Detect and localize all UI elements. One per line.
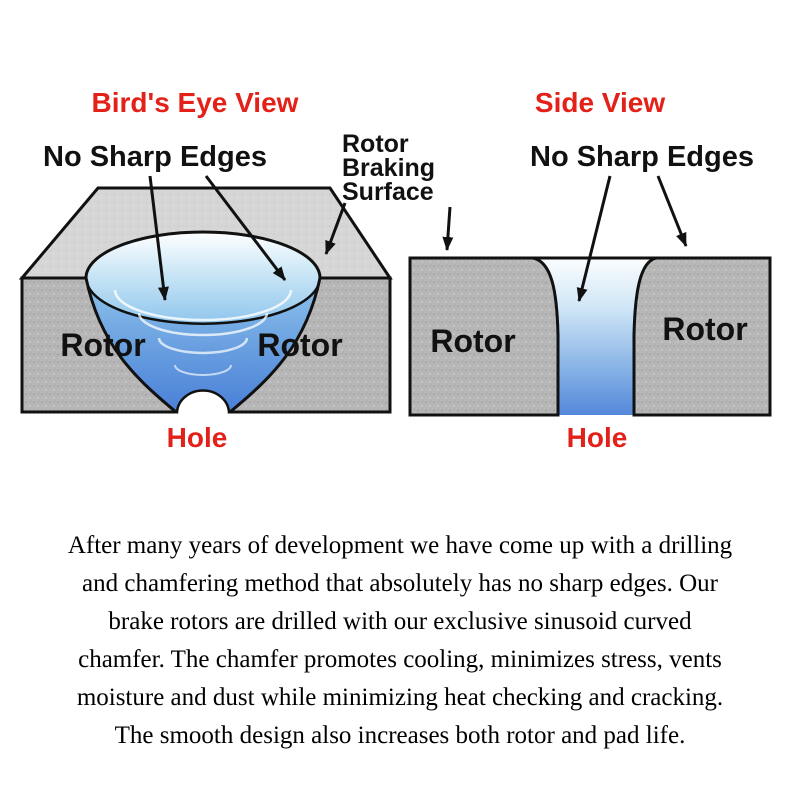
braking-surface-label-line2: Braking [342, 154, 435, 182]
birdseye-rotor-label-left: Rotor [60, 327, 145, 363]
braking-surface-label-line1: Rotor [342, 130, 409, 158]
no-sharp-edges-label-left: No Sharp Edges [43, 141, 267, 173]
sideview-rotor-right-block [632, 256, 772, 417]
paragraph-line-2: and chamfering method that absolutely ha… [82, 570, 718, 597]
chamfer-contour-ring [113, 289, 293, 322]
paragraph-line-4: chamfer. The chamfer promotes cooling, m… [78, 646, 722, 673]
arrow-no-sharp-edges-right-1 [576, 175, 612, 302]
paragraph-line-5: moisture and dust while minimizing heat … [76, 684, 724, 711]
paragraph-line-1: After many years of development we have … [67, 532, 733, 559]
sideview-rotor-label-right: Rotor [662, 311, 747, 347]
birdseye-title: Bird's Eye View [92, 87, 299, 118]
description-paragraph: After many years of development we have … [0, 527, 800, 755]
braking-surface-label-line3: Surface [342, 178, 434, 206]
side-view-drawing [408, 256, 772, 417]
sideview-hole-channel [533, 258, 656, 415]
arrow-braking-surface-left [324, 202, 347, 255]
chamfer-contour-ring [157, 337, 249, 355]
chamfer-contour-ring [137, 312, 269, 337]
birdseye-chamfer-funnel [86, 278, 320, 412]
arrow-braking-surface-right [442, 206, 454, 251]
paragraph-line-3: brake rotors are drilled with our exclus… [108, 608, 692, 635]
birdseye-hole-front-rim [85, 277, 321, 325]
birdseye-rotor-label-right: Rotor [257, 327, 342, 363]
birdseye-hole-exit-notch [175, 389, 231, 414]
no-sharp-edges-label-right: No Sharp Edges [530, 141, 754, 173]
rotor-diagram: Bird's Eye View Side View No Sharp Edges… [18, 87, 772, 453]
annotation-arrows [148, 175, 688, 302]
arrow-no-sharp-edges-left-1 [148, 175, 169, 301]
chamfer-contour-ring [174, 364, 232, 376]
birdseye-rotor-left-block [20, 276, 181, 414]
arrow-no-sharp-edges-left-2 [204, 175, 287, 281]
paragraph-line-6: The smooth design also increases both ro… [114, 722, 686, 749]
sideview-rotor-label-left: Rotor [430, 323, 515, 359]
sideview-hole-label: Hole [567, 422, 628, 453]
birdseye-view-drawing [18, 186, 393, 414]
birdseye-hole-label: Hole [167, 422, 228, 453]
arrow-no-sharp-edges-right-2 [656, 175, 688, 247]
sideview-title: Side View [535, 87, 665, 118]
